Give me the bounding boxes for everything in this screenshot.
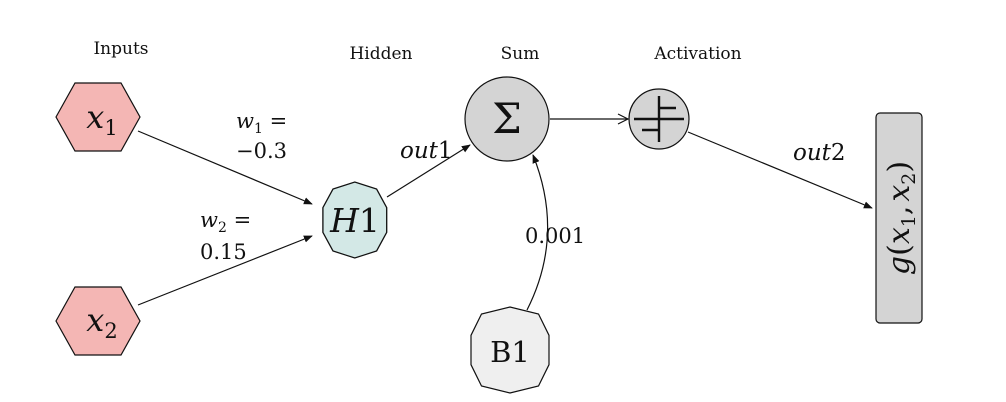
hidden-node-h1: H1 [322,181,388,259]
h1-label: H1 [329,201,380,240]
x1-hexagon [55,82,141,152]
step-function-icon [634,96,684,142]
edge-x2-h1 [137,235,313,306]
w2-equation: w2 = [200,208,251,236]
edge-h1-sum [386,144,471,198]
output-box [875,112,923,324]
weight-w2-label: w2 = 0.15 [200,208,251,264]
out2-label: out2 [793,140,846,166]
header-inputs: Inputs [93,39,148,59]
header-hidden: Hidden [349,44,412,64]
w1-equation: w1 = [236,109,287,137]
b1-decagon [470,306,550,394]
activation-node [628,88,690,150]
input-node-x2: x2 [55,286,141,356]
sum-circle [464,76,550,162]
output-node: g(x1,x2) [875,112,923,324]
h1-decagon [322,181,388,259]
w1-value: −0.3 [236,139,287,163]
input-node-x1: x1 [55,82,141,152]
w2-value: 0.15 [200,240,247,264]
header-activation: Activation [653,44,741,64]
sigma-icon: Σ [492,94,522,143]
sum-node: Σ [464,76,550,162]
bias-node-b1: B1 [470,306,550,394]
header-sum: Sum [501,44,540,64]
edge-bias-sum [526,154,549,311]
edge-activation-output [687,131,873,209]
output-label: g(x1,x2) [882,161,920,275]
b1-label: B1 [490,335,530,369]
out1-label: out1 [400,138,453,164]
bias-weight-label: 0.001 [525,224,585,248]
x1-label: x1 [86,98,117,140]
weight-w1-label: w1 = −0.3 [236,109,287,163]
x2-hexagon [55,286,141,356]
x2-label: x2 [86,301,117,343]
edge-x1-h1 [137,130,313,205]
